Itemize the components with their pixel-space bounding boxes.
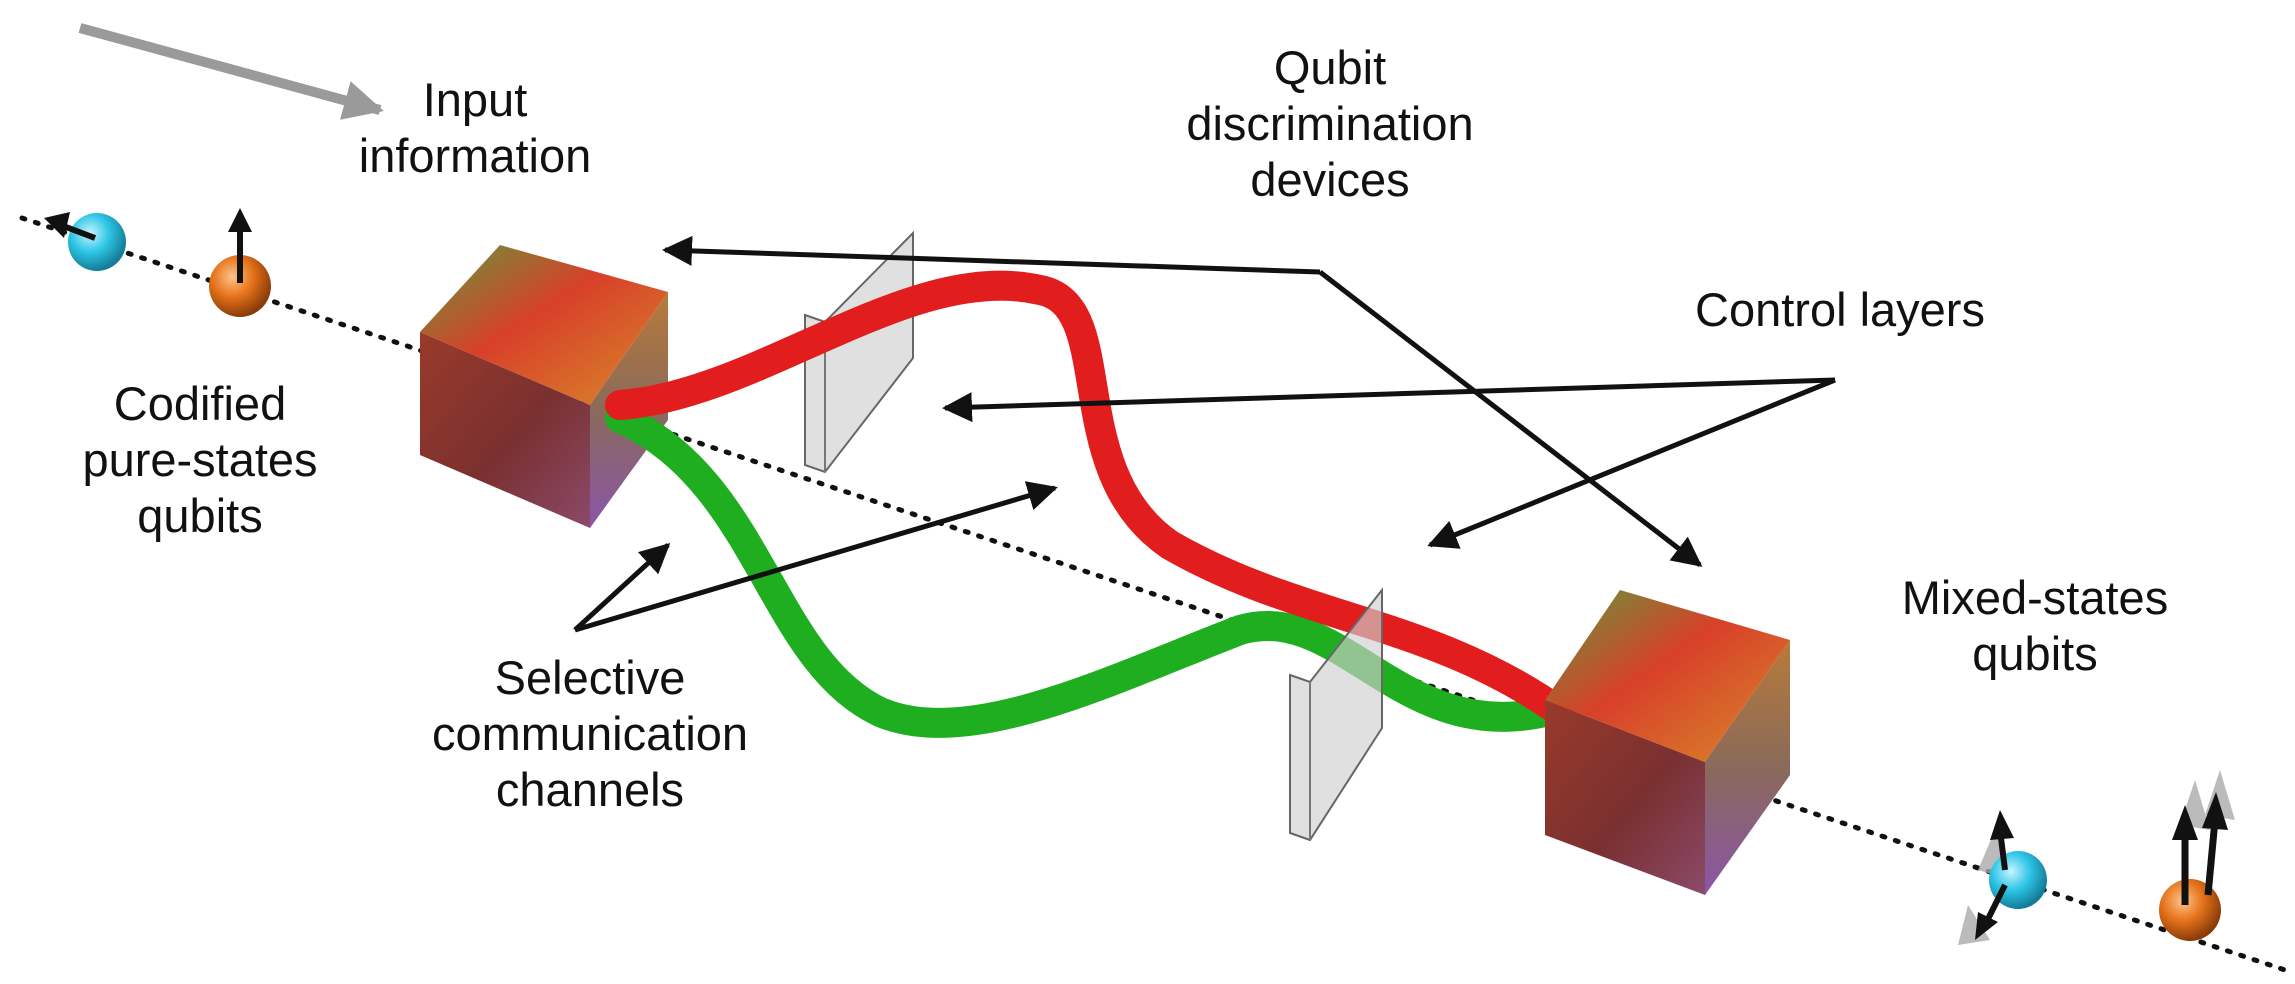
label-selective-communication-channels: Selective communication channels xyxy=(431,651,749,816)
arrow-discrimination-right-cube xyxy=(1318,270,1703,567)
input-arrow xyxy=(78,23,384,120)
orange-qubit-input xyxy=(209,208,271,317)
right-cube xyxy=(1545,590,1790,895)
arrow-selective-red xyxy=(574,481,1058,633)
label-mixed-states-qubits: Mixed-states qubits xyxy=(1901,571,2169,680)
cyan-qubit-input xyxy=(44,212,126,271)
label-qubit-discrimination-devices: Qubit discrimination devices xyxy=(1186,41,1474,206)
left-cube xyxy=(420,245,668,528)
qubit-axis-line xyxy=(19,215,2288,973)
arrow-control-right-plate xyxy=(1427,377,1836,549)
label-input-information: Input information xyxy=(358,73,592,182)
label-codified-pure-states-qubits: Codified pure-states qubits xyxy=(82,377,318,542)
control-layer-plate-right xyxy=(1289,587,1383,842)
arrow-control-left-plate xyxy=(942,377,1836,423)
cyan-qubit-output xyxy=(1958,810,2047,945)
arrow-selective-green xyxy=(573,542,671,632)
orange-qubit-output xyxy=(2159,770,2235,941)
arrow-discrimination-left-cube xyxy=(662,235,1321,275)
label-control-layers: Control layers xyxy=(1695,283,1985,336)
